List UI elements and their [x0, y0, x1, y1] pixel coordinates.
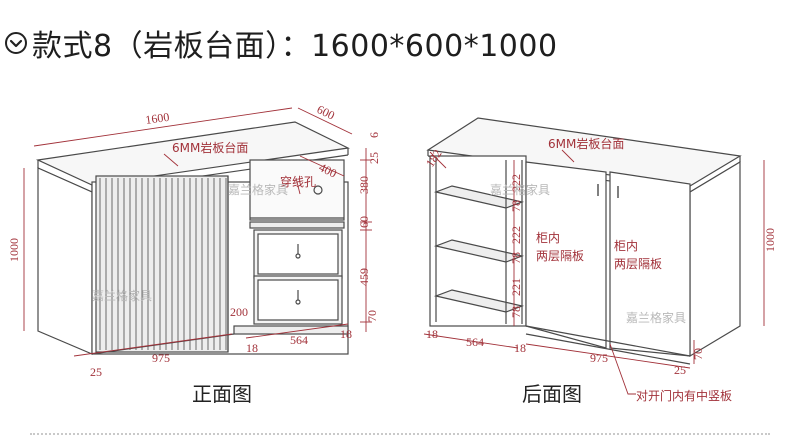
back-view-caption: 后面图: [522, 382, 582, 406]
front-watermark-2: 嘉兰格家具: [92, 288, 152, 303]
cable-hole-icon: [313, 185, 323, 195]
front-hole-label: 穿线孔: [280, 174, 316, 189]
front-dim-top-thickness: 6: [367, 132, 381, 138]
front-dim-drawer-h: 459: [357, 268, 371, 286]
back-top-label: 6MM岩板台面: [548, 136, 624, 151]
back-dim-shelf-2: 222: [509, 226, 523, 244]
back-dim-shelf-1: 222: [509, 174, 523, 192]
front-dim-height: 1000: [7, 238, 21, 262]
front-watermark-1: 嘉兰格家具: [228, 182, 288, 197]
back-dim-gap-2: 78: [509, 252, 523, 264]
back-dim-gap-3: 78: [509, 306, 523, 318]
back-right-side: [689, 160, 741, 358]
back-cabinet-label-left-2: 两层隔板: [536, 249, 584, 263]
front-dim-bottom-w: 975: [152, 351, 170, 365]
front-dim-top-gap: 25: [367, 152, 381, 164]
back-watermark-2: 嘉兰格家具: [626, 310, 686, 325]
back-watermark-1: 嘉兰格家具: [490, 182, 550, 197]
back-dim-shelf-3: 221: [509, 278, 523, 296]
front-dim-drawer-depth: 200: [230, 305, 248, 319]
back-cabinet-label-left-1: 柜内: [536, 231, 560, 245]
open-compartment: [249, 159, 345, 221]
front-dim-drawer-w: 564: [290, 333, 308, 347]
back-cabinet-label-right-2: 两层隔板: [614, 257, 662, 271]
page-title: 款式8（岩板台面）：1600*600*1000: [32, 29, 558, 64]
front-top-label: 6MM岩板台面: [172, 140, 248, 155]
back-cabinet-label-right-1: 柜内: [614, 239, 638, 253]
front-dim-base-h: 70: [365, 310, 379, 322]
back-door-left: [525, 161, 607, 349]
front-view-caption: 正面图: [192, 382, 252, 406]
back-dim-side-mid: 18: [514, 341, 526, 355]
drawer-handles: [295, 244, 301, 305]
door-handles: [597, 184, 619, 198]
back-dim-open-w: 564: [466, 335, 484, 349]
slat-lines: [99, 178, 227, 350]
back-dim-base-h: 70: [691, 348, 705, 360]
back-dim-height: 1000: [763, 228, 777, 252]
front-dim-mid-h: 60: [357, 216, 371, 228]
front-dim-leg-w: 25: [90, 365, 102, 379]
front-dimension-lines: [23, 107, 372, 357]
back-door-note: 对开门内有中竖板: [636, 388, 732, 403]
back-cabinet-body: [426, 117, 742, 365]
back-dim-side-right: 25: [674, 363, 686, 377]
back-dim-gap-1: 78: [509, 200, 523, 212]
front-dim-width: 1600: [144, 110, 170, 127]
front-dim-open-h: 380: [357, 176, 371, 194]
front-dim-side-w-right: 18: [340, 327, 352, 341]
front-dim-side-w-left: 18: [246, 341, 258, 355]
back-dim-side-left: 18: [426, 327, 438, 341]
dotted-divider: [30, 433, 770, 435]
page-header: 款式8（岩板台面）：1600*600*1000: [4, 22, 558, 64]
back-dim-door-w: 975: [590, 351, 608, 365]
back-dimension-lines: [423, 149, 765, 395]
circle-chevron-down-icon: [5, 32, 27, 54]
